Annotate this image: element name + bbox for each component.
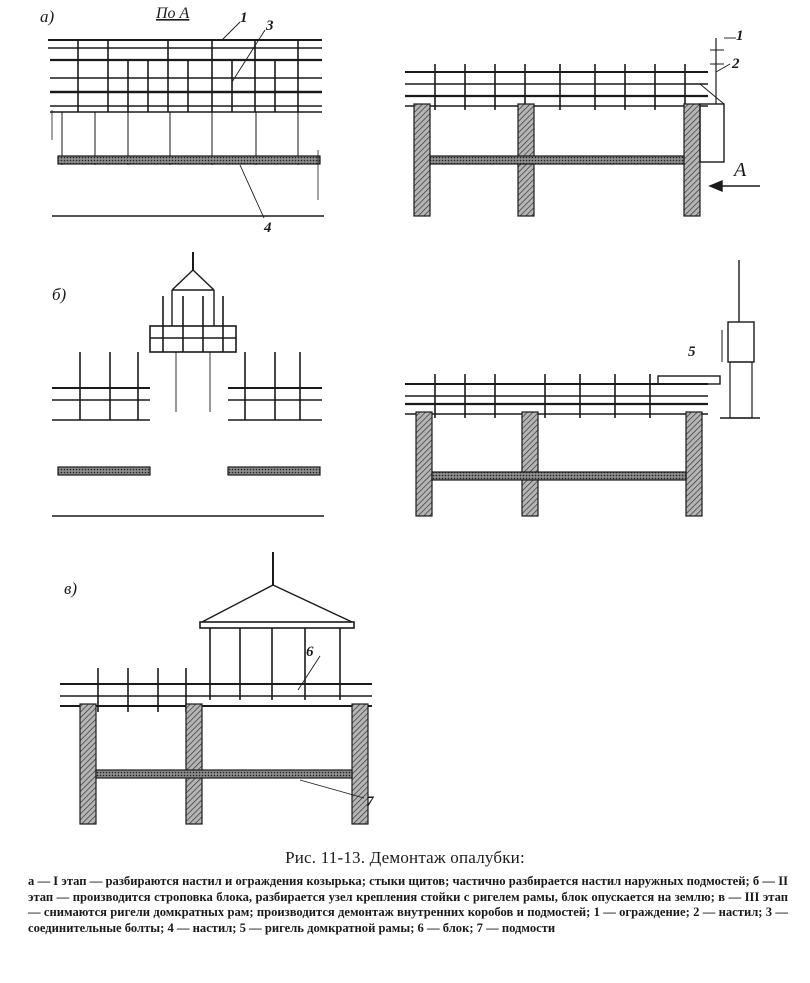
figure-caption-body: а — I этап — разбираются настил и огражд…: [28, 874, 788, 936]
callout-3: 3: [265, 18, 274, 34]
callout-6: 6: [306, 644, 314, 660]
panel-b-left-drawing: [52, 252, 324, 517]
formwork-dismantling-figure: а) По А б) в) А 1 3 4 1 2 5 6 7: [40, 5, 760, 825]
panel-a-left-drawing: [48, 21, 324, 219]
figure-caption-text: а — I этап — разбираются настил и огражд…: [28, 874, 788, 935]
panel-label-v: в): [64, 579, 77, 598]
callout-1-right: 1: [736, 28, 744, 44]
panel-label-b: б): [52, 285, 67, 304]
callout-4: 4: [263, 220, 272, 236]
callout-5: 5: [688, 344, 696, 360]
callout-7: 7: [366, 794, 374, 810]
arrow-label: А: [732, 159, 747, 181]
callout-2: 2: [731, 56, 740, 72]
figure-caption-title: Рис. 11-13. Демонтаж опалубки:: [285, 848, 525, 867]
panel-label-a: а): [40, 7, 55, 26]
panel-v-drawing: [60, 552, 372, 825]
panel-b-right-drawing: [405, 260, 760, 517]
panel-a-right-drawing: [405, 37, 760, 217]
view-label: По А: [155, 5, 190, 22]
callout-1-left: 1: [240, 10, 248, 26]
